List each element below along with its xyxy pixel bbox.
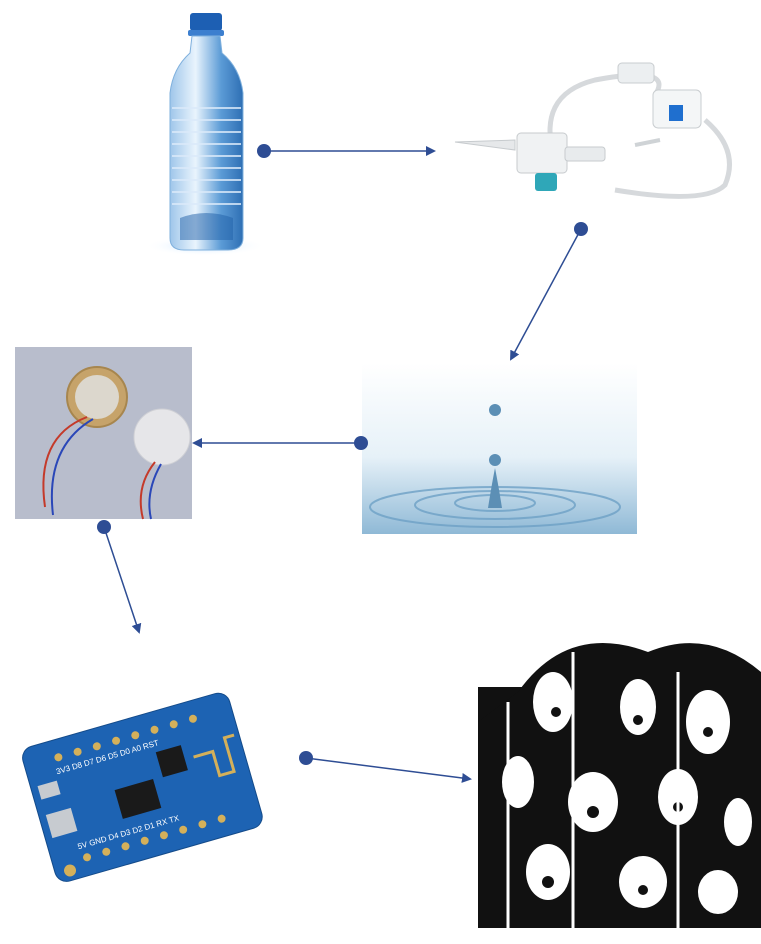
water-drop-node [362,363,637,534]
connector-start-dot [97,520,111,534]
connector-start-dot [574,222,588,236]
connector-start-dot [257,144,271,158]
water-drop-splash-icon [362,363,637,534]
water-bottle-node [140,8,270,258]
wemos-d1-mini-board-icon: 3V3 D8 D7 D6 D5 D0 A0 RST 5V GND D4 D3 D… [22,692,263,882]
piezo-disc-sensor-icon [15,347,192,520]
connector-start-dot [299,751,313,765]
edge-drip-to-drop [510,222,588,361]
iv-drip-set-node [454,55,740,205]
iv-drip-set-icon [454,62,732,199]
edge-board-to-artwork [299,751,472,783]
crowd-artwork-node [478,632,761,928]
piezo-sensor-node [15,347,192,520]
edge-drop-to-piezo [192,436,368,450]
abstract-faces-artwork-icon [478,643,761,928]
edge-bottle-to-drip [257,144,436,158]
edge-piezo-to-board [97,520,142,634]
water-bottle-icon [145,13,265,256]
connector-start-dot [354,436,368,450]
microcontroller-node: 3V3 D8 D7 D6 D5 D0 A0 RST 5V GND D4 D3 D… [20,688,265,888]
